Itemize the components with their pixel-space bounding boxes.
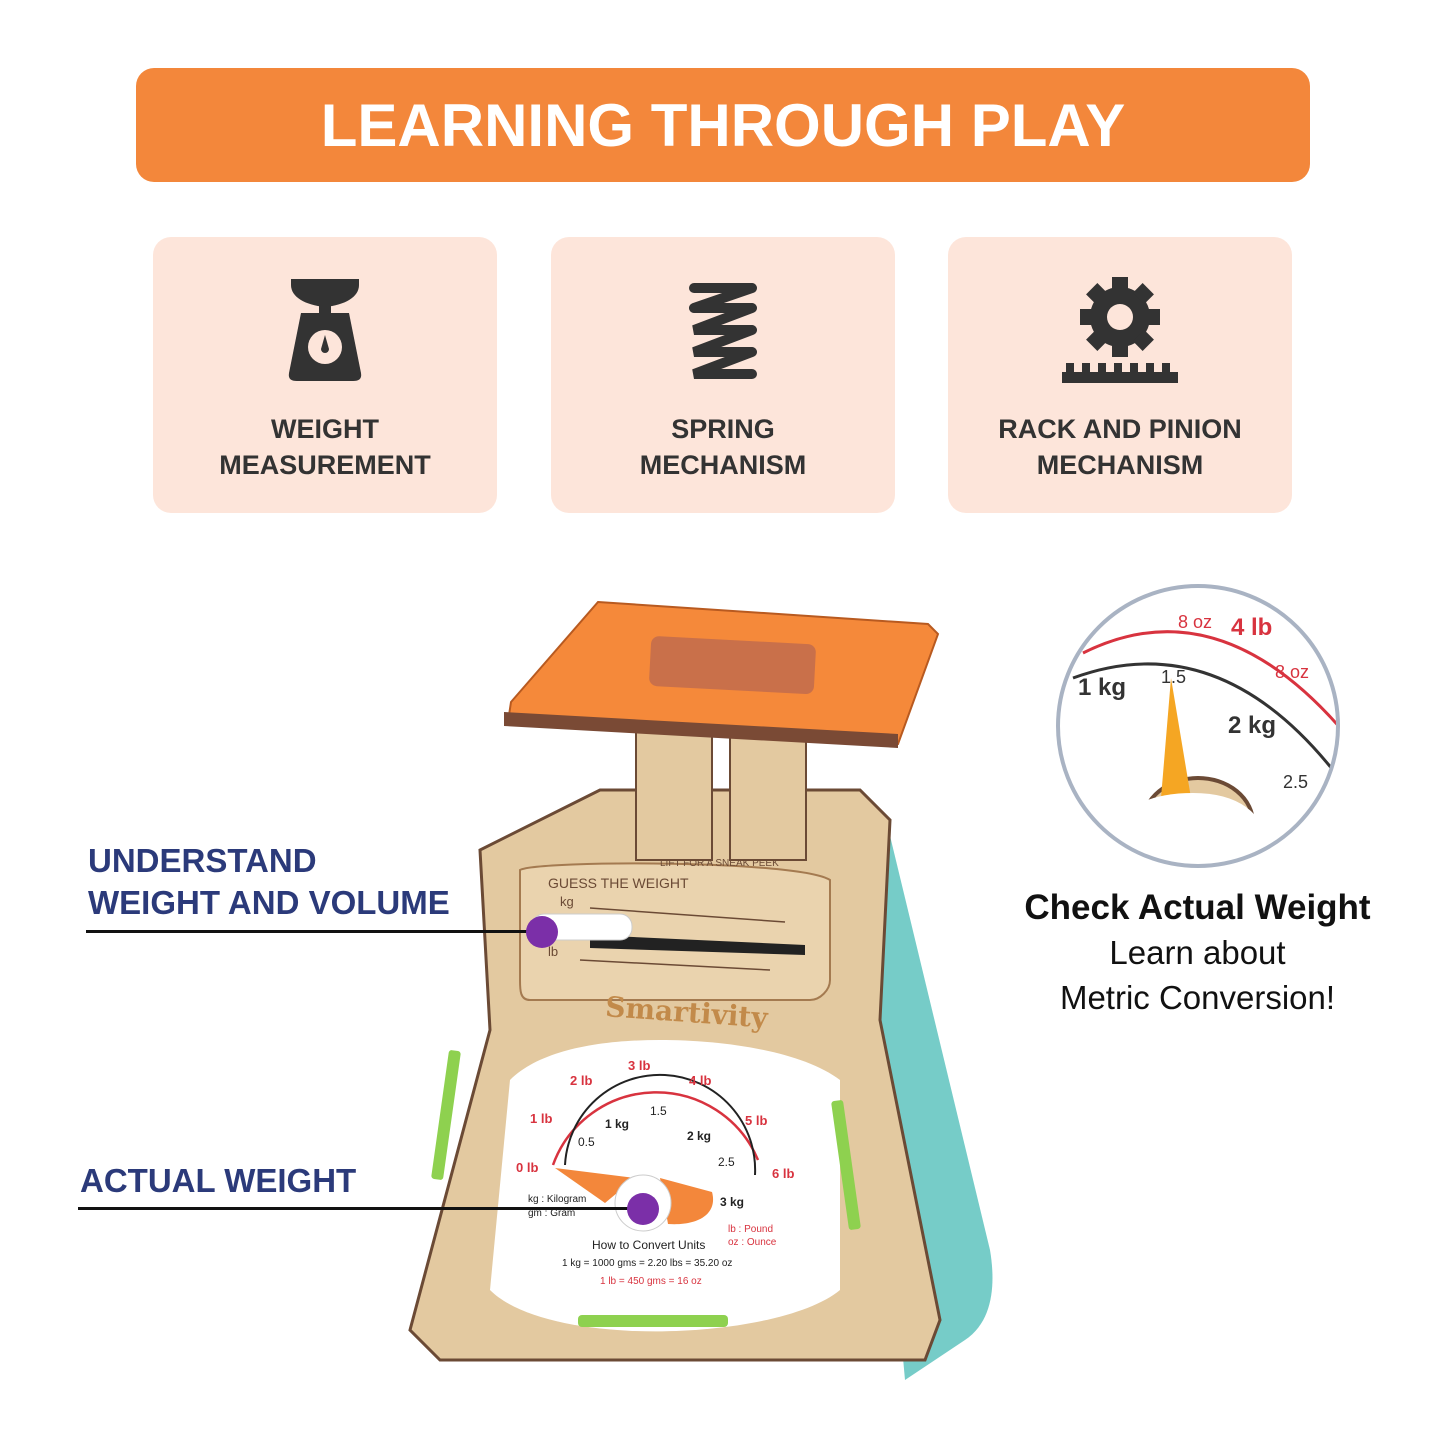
scale-side-panel (855, 815, 993, 1380)
callout-line: WEIGHT AND VOLUME (88, 884, 450, 921)
dial-pointer-tail (555, 1168, 635, 1203)
dial-zoom-inset: 8 oz 4 lb 8 oz 1 kg 1.5 2 kg 2.5 (1056, 584, 1340, 868)
banner-title: LEARNING THROUGH PLAY (320, 91, 1126, 159)
callout-weight-volume: UNDERSTAND WEIGHT AND VOLUME (88, 840, 450, 924)
dial-lb-label: 1 lb (530, 1111, 552, 1126)
zoom-label: 8 oz (1275, 662, 1309, 682)
zoom-label: 1.5 (1161, 667, 1186, 687)
feature-label: MECHANISM (639, 450, 807, 480)
caption-line: Learn about (1109, 934, 1286, 971)
lb-unit: lb (548, 944, 558, 959)
convert-line: 1 kg = 1000 gms = 2.20 lbs = 35.20 oz (562, 1258, 732, 1269)
dial-kg-label: 2 kg (687, 1129, 711, 1143)
sneak-label: LIFT FOR A SNEAK PEEK (660, 858, 779, 869)
dial-lb-label: 3 lb (628, 1058, 650, 1073)
convert-title: How to Convert Units (592, 1238, 705, 1252)
dial-kg-label: 1.5 (650, 1104, 667, 1118)
feature-card-weight: WEIGHT MEASUREMENT (153, 237, 497, 513)
zoom-label: 1 kg (1078, 674, 1126, 701)
zoom-label: 8 oz (1178, 612, 1212, 632)
legend-kg: kg : Kilogram (528, 1194, 586, 1205)
callout-leader-line (78, 1207, 643, 1210)
legend-lb: lb : Pound (728, 1224, 773, 1235)
dial-lb-label: 2 lb (570, 1073, 592, 1088)
dial-lb-label: 4 lb (689, 1073, 711, 1088)
convert-line: 1 lb = 450 gms = 16 oz (600, 1276, 702, 1287)
feature-card-rack-pinion: RACK AND PINION MECHANISM (948, 237, 1292, 513)
dial-kg-label: 1 kg (605, 1117, 629, 1131)
weighing-scale-product: GUESS THE WEIGHT LIFT FOR A SNEAK PEEK k… (408, 600, 993, 1380)
feature-card-spring: SPRING MECHANISM (551, 237, 895, 513)
dial-kg-label: 2.5 (718, 1155, 735, 1169)
callout-line: UNDERSTAND (88, 842, 317, 879)
guess-label: GUESS THE WEIGHT (548, 875, 689, 891)
feature-label: RACK AND PINION (998, 414, 1242, 444)
callout-actual-weight: ACTUAL WEIGHT (80, 1160, 356, 1202)
zoom-label: 2.5 (1283, 772, 1308, 792)
title-banner: LEARNING THROUGH PLAY (136, 68, 1310, 182)
callout-line: ACTUAL WEIGHT (80, 1162, 357, 1199)
gear-rack-icon (1062, 277, 1178, 383)
dial-kg-label: 0.5 (578, 1135, 595, 1149)
weighing-scale-icon (288, 279, 362, 381)
dial-lb-label: 5 lb (745, 1113, 767, 1128)
legend-gm: gm : Gram (528, 1208, 575, 1219)
feature-label: MECHANISM (1036, 450, 1204, 480)
spring-icon (689, 283, 757, 379)
dial-pointer-head (660, 1178, 714, 1225)
dial-lb-label: 0 lb (516, 1160, 538, 1175)
dial-kg-label: 3 kg (720, 1195, 744, 1209)
feature-label: SPRING (671, 414, 775, 444)
feature-label: MEASUREMENT (219, 450, 431, 480)
zoom-label: 2 kg (1228, 712, 1276, 739)
dial-lb-label: 6 lb (772, 1166, 794, 1181)
callout-leader-line (86, 930, 542, 933)
zoom-label: 4 lb (1231, 614, 1272, 641)
kg-unit: kg (560, 894, 574, 909)
legend-oz: oz : Ounce (728, 1237, 777, 1248)
callout-marker-dot (627, 1193, 659, 1225)
feature-label: WEIGHT (271, 414, 379, 444)
caption-line: Metric Conversion! (1059, 979, 1336, 1016)
caption-title: Check Actual Weight (1024, 888, 1371, 927)
callout-marker-dot (526, 916, 558, 948)
